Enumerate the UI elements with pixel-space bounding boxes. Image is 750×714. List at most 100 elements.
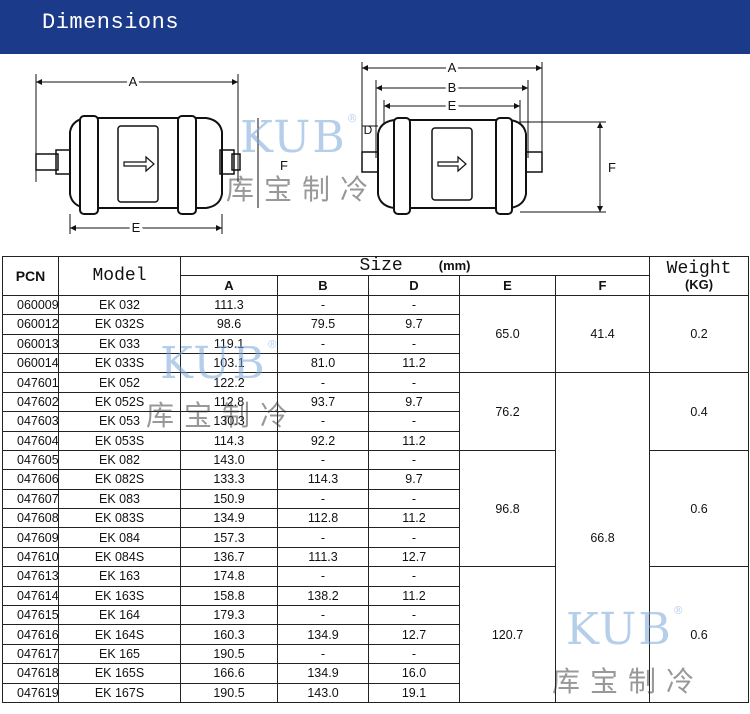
cell-pcn: 047606: [2, 469, 59, 490]
cell-pcn: 047603: [2, 411, 59, 432]
dimension-diagram: A E F A B: [35, 57, 616, 238]
cell-b: 79.5: [277, 314, 369, 335]
cell-b: -: [277, 372, 369, 393]
header-weight: Weight(KG): [649, 256, 750, 296]
cell-d: 19.1: [368, 682, 460, 703]
cell-pcn: 047614: [2, 585, 59, 607]
cell-model: EK 052S: [58, 391, 181, 413]
cell-b: 114.3: [277, 469, 369, 490]
right-label-e: E: [448, 98, 457, 113]
cell-model: EK 032S: [58, 314, 181, 335]
cell-model: EK 084S: [58, 546, 181, 568]
header-a: A: [180, 275, 278, 296]
cell-model: EK 082S: [58, 469, 181, 490]
cell-a: 103.1: [180, 352, 278, 374]
cell-a: 119.1: [180, 333, 278, 354]
cell-a: 130.3: [180, 411, 278, 432]
cell-d: -: [368, 643, 460, 665]
cell-b: -: [277, 449, 369, 471]
header-size-unit: (mm): [438, 258, 471, 274]
cell-pcn: 047609: [2, 527, 59, 548]
cell-a: 122.2: [180, 372, 278, 393]
cell-d: -: [368, 527, 460, 548]
cell-d: 12.7: [368, 624, 460, 645]
cell-model: EK 083S: [58, 508, 181, 529]
header-b: B: [277, 275, 369, 296]
left-label-a: A: [129, 74, 138, 89]
cell-d: -: [368, 372, 460, 393]
cell-b: -: [277, 605, 369, 626]
header-e: E: [459, 275, 556, 296]
cell-e: 96.8: [459, 449, 556, 568]
page-title: Dimensions: [42, 10, 180, 35]
cell-d: 11.2: [368, 585, 460, 607]
header-d: D: [368, 275, 460, 296]
left-label-e: E: [132, 220, 141, 235]
cell-d: 11.2: [368, 352, 460, 374]
cell-model: EK 032: [58, 294, 181, 316]
cell-b: 134.9: [277, 663, 369, 684]
cell-a: 160.3: [180, 624, 278, 645]
cell-b: -: [277, 294, 369, 316]
cell-pcn: 047615: [2, 605, 59, 626]
cell-a: 157.3: [180, 527, 278, 548]
cell-pcn: 060012: [2, 314, 59, 335]
cell-b: -: [277, 566, 369, 587]
cell-b: 92.2: [277, 430, 369, 451]
cell-a: 190.5: [180, 682, 278, 703]
cell-d: -: [368, 488, 460, 510]
cell-pcn: 047619: [2, 682, 59, 703]
cell-model: EK 164: [58, 605, 181, 626]
cell-weight: 0.6: [649, 566, 750, 703]
cell-a: 179.3: [180, 605, 278, 626]
cell-b: -: [277, 488, 369, 510]
cell-model: EK 053S: [58, 430, 181, 451]
left-label-f: F: [280, 158, 288, 173]
cell-a: 143.0: [180, 449, 278, 471]
cell-pcn: 060013: [2, 333, 59, 354]
cell-b: 93.7: [277, 391, 369, 413]
cell-d: 9.7: [368, 314, 460, 335]
header-pcn: PCN: [2, 256, 59, 296]
cell-model: EK 163: [58, 566, 181, 587]
cell-d: -: [368, 566, 460, 587]
cell-model: EK 084: [58, 527, 181, 548]
header-model: Model: [58, 256, 181, 296]
cell-d: 11.2: [368, 430, 460, 451]
right-label-d: D: [364, 123, 373, 137]
cell-e: 65.0: [459, 294, 556, 374]
cell-a: 166.6: [180, 663, 278, 684]
cell-d: 11.2: [368, 508, 460, 529]
cell-weight: 0.6: [649, 449, 750, 568]
cell-f: 41.4: [554, 294, 651, 374]
cell-a: 134.9: [180, 508, 278, 529]
cell-weight: 0.4: [649, 372, 750, 451]
cell-pcn: 047608: [2, 508, 59, 529]
cell-model: EK 082: [58, 449, 181, 471]
right-label-f: F: [608, 160, 616, 175]
cell-model: EK 167S: [58, 682, 181, 703]
cell-a: 136.7: [180, 546, 278, 568]
header-weight-unit: (KG): [684, 276, 714, 292]
cell-b: -: [277, 643, 369, 665]
cell-b: 112.8: [277, 508, 369, 529]
cell-pcn: 047607: [2, 488, 59, 510]
cell-d: -: [368, 294, 460, 316]
cell-b: 134.9: [277, 624, 369, 645]
cell-pcn: 047605: [2, 449, 59, 471]
cell-b: 143.0: [277, 682, 369, 703]
cell-pcn: 047618: [2, 663, 59, 684]
cell-pcn: 060014: [2, 352, 59, 374]
cell-a: 114.3: [180, 430, 278, 451]
